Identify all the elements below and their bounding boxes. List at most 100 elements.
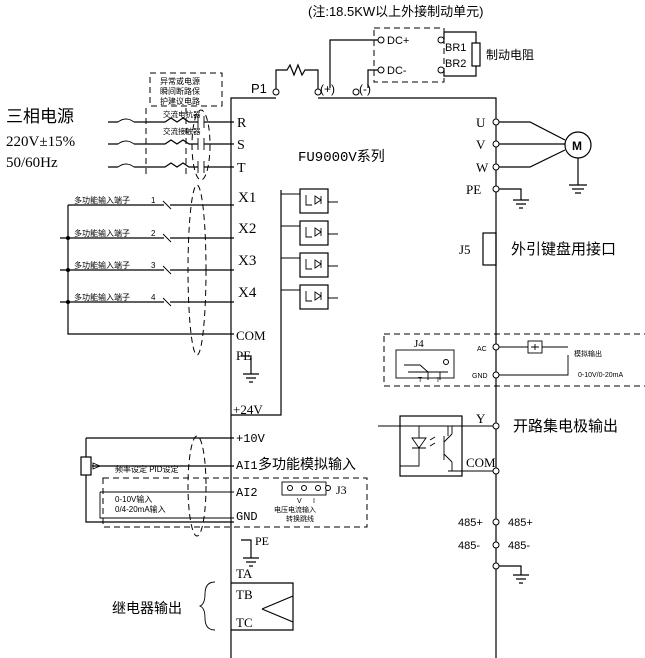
rs485-wiring xyxy=(492,518,529,584)
breaker-note-2: 瞬间断路保 xyxy=(160,86,200,96)
ai2-label: AI2 xyxy=(236,486,258,500)
rs485-minus-left: 485- xyxy=(458,540,480,552)
x4-label: X4 xyxy=(238,285,257,301)
jumper-label-1: 电压电流输入 xyxy=(274,505,316,514)
rs485-plus-right: 485+ xyxy=(508,517,533,529)
multi-input-2: 多功能输入端子 xyxy=(74,228,130,238)
motor-wiring xyxy=(492,118,592,209)
oc-output-label: 开路集电极输出 xyxy=(513,418,618,435)
brake-resistor-label: 制动电阻 xyxy=(486,48,534,62)
multi-input-1: 多功能输入端子 xyxy=(74,195,130,205)
multi-input-3: 多功能输入端子 xyxy=(74,260,130,270)
x1-label: X1 xyxy=(238,190,256,206)
u-label: U xyxy=(476,115,486,130)
ta-label: TA xyxy=(236,566,253,581)
breaker-note-1: 异常或电源 xyxy=(160,76,200,86)
ac-label: AC xyxy=(477,346,487,353)
r-label: R xyxy=(237,116,247,131)
gnd2-label: GND xyxy=(236,510,258,524)
ai2-range-2: 0/4-20mA输入 xyxy=(115,504,166,514)
breaker-note-3: 护建议电路 xyxy=(160,96,200,106)
brake-unit-box xyxy=(373,27,445,83)
tc-label: TC xyxy=(236,615,253,630)
j3-i-mark: I xyxy=(313,498,315,505)
j3-pin-3 xyxy=(315,485,321,491)
bus-plus-line xyxy=(329,39,378,88)
j3-pin-4 xyxy=(325,485,331,491)
rs485-minus-right: 485- xyxy=(508,540,530,552)
x-inputs-wiring xyxy=(60,184,259,383)
dc-reactor xyxy=(275,63,319,89)
j4-wiring xyxy=(404,340,569,380)
br1-terminal xyxy=(437,36,445,44)
p1-terminal xyxy=(272,88,280,96)
rs485-plus-left: 485+ xyxy=(458,517,483,529)
j5-label: J5 xyxy=(459,242,471,257)
ai1-label: AI1 xyxy=(236,459,258,473)
multi-input-2-num: 2 xyxy=(151,229,156,238)
brake-note: (注:18.5KW以上外接制动单元) xyxy=(308,4,484,19)
tb-label: TB xyxy=(236,587,253,602)
w-label: W xyxy=(476,160,489,175)
freq-pid-label: 频率设定 PID设定 xyxy=(115,464,179,474)
j3-label: J3 xyxy=(336,483,347,497)
dc-plus-label: DC+ xyxy=(387,35,409,47)
jumper-label-2: 转换跳线 xyxy=(286,514,314,523)
analog-input-wiring xyxy=(80,435,368,567)
x2-label: X2 xyxy=(238,221,256,237)
contactor-label: 交流接触器 xyxy=(163,126,201,136)
optocouplers xyxy=(231,188,338,416)
minus-label: (-) xyxy=(359,82,371,96)
relay-wiring xyxy=(198,581,294,631)
ai2-range-1: 0-10V输入 xyxy=(115,494,152,504)
dc-minus-label: DC- xyxy=(387,65,407,77)
plus-label: (+) xyxy=(320,82,335,96)
com-label: COM xyxy=(236,328,266,343)
j5-connector[interactable] xyxy=(482,232,497,266)
power-source-title: 三相电源 xyxy=(6,107,74,126)
br2-terminal xyxy=(437,66,445,74)
t-label: T xyxy=(237,161,246,176)
power-source-voltage: 220V±15% xyxy=(6,134,75,150)
analog-output-box xyxy=(383,333,645,387)
j4-mark-t1: T xyxy=(418,377,423,384)
com2-label: COM xyxy=(466,455,496,470)
x3-label: X3 xyxy=(238,253,256,269)
multi-input-4: 多功能输入端子 xyxy=(74,292,130,302)
j3-pin-1 xyxy=(287,485,293,491)
multi-input-3-num: 3 xyxy=(151,261,156,270)
reactor-label: 交流电抗器 xyxy=(163,109,201,119)
rst-wiring xyxy=(108,108,234,181)
minus-terminal xyxy=(352,88,360,96)
j4-jumper[interactable] xyxy=(395,349,455,379)
br1-wire xyxy=(443,31,477,43)
br2-wire xyxy=(443,66,477,77)
motor-label: M xyxy=(572,139,582,153)
br1-label: BR1 xyxy=(445,42,466,54)
j4-label: J4 xyxy=(414,338,424,350)
y-label: Y xyxy=(476,411,486,426)
analog-out-label: 模拟输出 xyxy=(574,349,602,358)
j4-mark-t2: I xyxy=(437,377,439,384)
gnd-label: GND xyxy=(472,373,488,380)
brake-resistor-symbol xyxy=(471,42,481,67)
j3-v-mark: V xyxy=(297,498,302,505)
pe2-label: PE xyxy=(236,348,251,363)
p10v-label: +10V xyxy=(236,432,266,446)
relay-output-label: 继电器输出 xyxy=(112,600,182,616)
power-source-freq: 50/60Hz xyxy=(6,155,58,171)
dc-minus-terminal xyxy=(377,66,385,74)
v-label: V xyxy=(476,137,486,152)
dc-plus-terminal xyxy=(377,36,385,44)
inverter-outline xyxy=(230,97,497,658)
analog-out-range: 0-10V/0-20mA xyxy=(578,372,623,379)
br2-label: BR2 xyxy=(445,58,466,70)
multi-input-4-num: 4 xyxy=(151,293,156,302)
j3-pin-2 xyxy=(301,485,307,491)
pe-label: PE xyxy=(466,182,481,197)
multi-input-1-num: 1 xyxy=(151,196,156,205)
pe3-label: PE xyxy=(255,534,269,548)
bus-minus-line xyxy=(367,69,378,88)
p1-label: P1 xyxy=(251,81,267,96)
